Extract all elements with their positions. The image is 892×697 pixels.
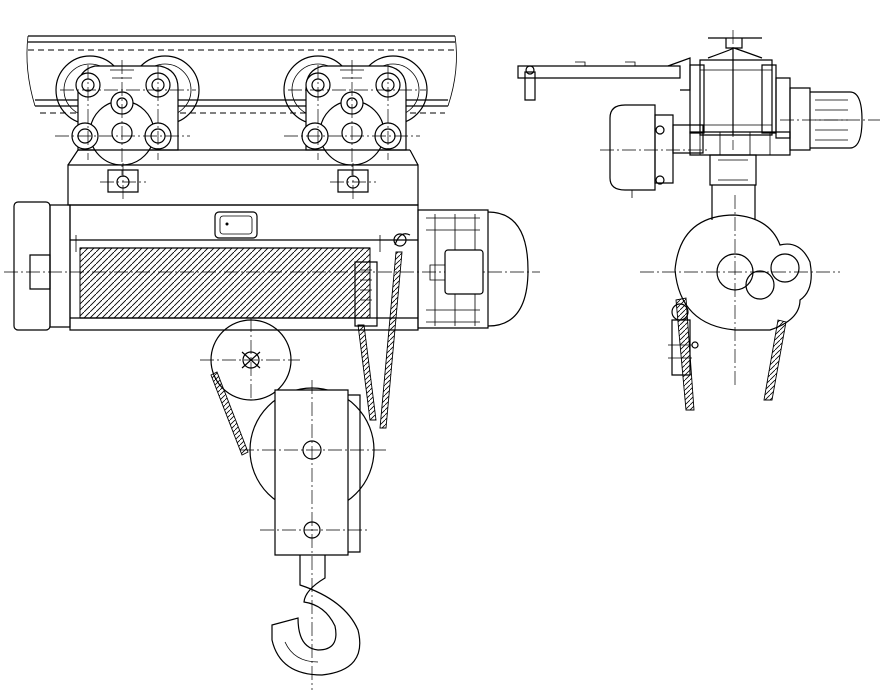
wire-rope-coil	[80, 248, 370, 318]
trolley-side	[690, 30, 790, 150]
guide-pulley	[200, 318, 300, 400]
rope-side-left	[676, 298, 694, 410]
hook	[272, 555, 360, 675]
trolley-left	[55, 56, 199, 175]
trolley-right	[284, 56, 427, 175]
gear-shaft	[690, 132, 790, 220]
drum	[4, 202, 540, 330]
rope-guide	[668, 304, 698, 375]
nameplate	[215, 212, 257, 238]
bracket-arm	[518, 58, 690, 100]
brake-housing	[600, 105, 710, 198]
rope-side-right	[764, 320, 786, 400]
drum-side	[640, 195, 840, 385]
motor	[394, 210, 528, 328]
travel-motor	[780, 88, 880, 150]
rope-center	[358, 325, 376, 420]
front-view	[4, 36, 540, 690]
side-view	[518, 30, 880, 410]
hook-block	[240, 380, 388, 690]
rope-left	[211, 372, 248, 455]
rope-right	[380, 252, 402, 428]
